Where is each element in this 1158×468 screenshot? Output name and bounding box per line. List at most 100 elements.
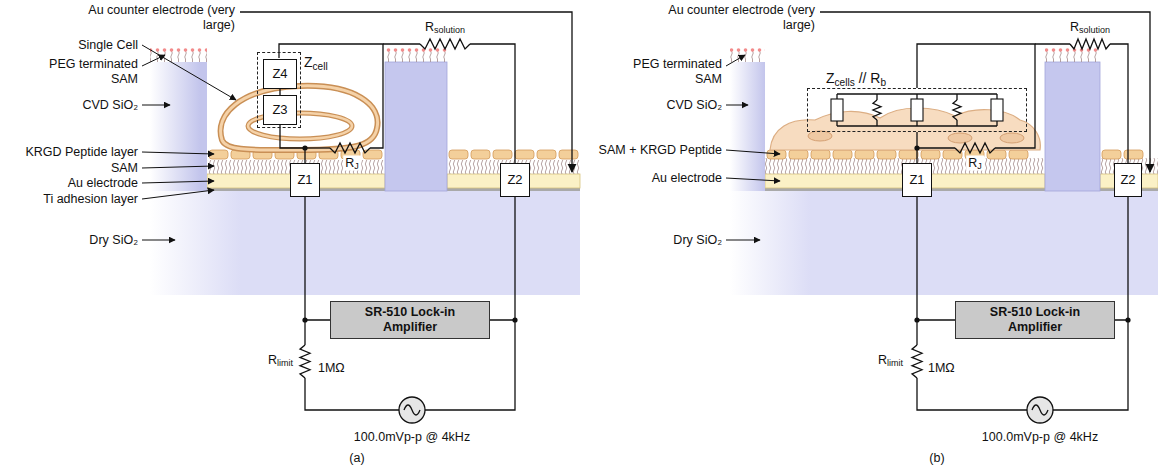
circuit-wire — [917, 197, 955, 320]
wire — [876, 94, 877, 100]
ac-source-symbol — [1027, 397, 1053, 423]
peptide-bead — [537, 150, 556, 159]
peptide-bead — [1009, 150, 1028, 159]
leader-arrow — [726, 150, 780, 154]
leader-arrow — [726, 55, 745, 66]
part-label: KRGD Peptide layer — [25, 145, 138, 160]
part-label: SAM + KRGD Peptide — [599, 143, 722, 158]
wire — [1035, 43, 1070, 44]
wire — [383, 43, 420, 44]
cell-impedance-symbol — [831, 99, 843, 121]
wire — [917, 147, 955, 148]
cvd-oxide-pillar — [1045, 62, 1100, 191]
counter-electrode-label: Au counter electrode (very large) — [665, 3, 815, 33]
peptide-bead — [877, 150, 896, 159]
impedance-box: Z4 — [263, 59, 297, 89]
cell-membrane — [221, 86, 378, 150]
wire — [917, 44, 1035, 148]
leader-arrow — [726, 178, 780, 181]
cell-nucleus — [808, 131, 832, 141]
cvd-oxide-pillar — [150, 62, 207, 191]
circuit-wire — [1115, 197, 1128, 320]
part-label: Au electrode — [68, 176, 138, 191]
wire — [956, 94, 957, 100]
cvd-oxide-pillar — [730, 62, 765, 191]
part-label: CVD SiO₂ — [82, 98, 138, 113]
counter-electrode-label: Au counter electrode (very large) — [85, 3, 235, 33]
lock-in-amplifier: SR-510 Lock-in Amplifier — [330, 301, 490, 339]
peptide-bead — [471, 150, 490, 159]
resistor-value: 1MΩ — [318, 361, 345, 376]
resistor-symbol — [953, 100, 961, 120]
peptide-bead — [833, 150, 852, 159]
part-label: CVD SiO₂ — [666, 98, 722, 113]
leader-arrow — [726, 240, 760, 241]
cell-impedance-symbol — [991, 99, 1003, 121]
leader-arrow — [142, 166, 214, 168]
impedance-box: Z2 — [500, 163, 530, 197]
cell-membrane — [221, 86, 378, 150]
resistor-symbol — [330, 143, 370, 153]
cell-nucleus — [1000, 133, 1024, 143]
leader-arrow — [142, 190, 214, 199]
wire — [916, 94, 917, 99]
wire — [876, 120, 877, 126]
ac-source-symbol — [399, 397, 425, 423]
wire — [305, 378, 399, 410]
impedance-label: Z3 — [272, 102, 287, 118]
part-label: Ti adhesion layer — [43, 192, 138, 207]
peptide-bead — [515, 150, 534, 159]
leader-arrow — [142, 105, 170, 106]
group-heading: Zcell — [304, 54, 328, 71]
lock-in-amplifier: SR-510 Lock-in Amplifier — [955, 301, 1115, 339]
instrument-name: SR-510 Lock-in Amplifier — [350, 305, 470, 335]
wire — [916, 320, 917, 345]
ac-source-wave — [1032, 405, 1048, 415]
part-label: PEG terminated SAM — [38, 57, 138, 87]
peptide-bead — [855, 150, 874, 159]
peptide-bead — [789, 150, 808, 159]
peptide-bead — [1102, 150, 1121, 159]
resistor-symbol — [955, 143, 995, 153]
cell-impedance-symbol — [911, 99, 923, 121]
source-value: 100.0mVp-p @ 4kHz — [982, 430, 1098, 445]
resistor-symbol — [300, 345, 310, 378]
resistor-label: RJ — [343, 156, 361, 171]
resistor-symbol — [420, 39, 470, 49]
wire — [304, 320, 305, 345]
circuit-wire — [916, 132, 917, 163]
peg-sam — [385, 48, 447, 62]
panel-label: (b) — [929, 451, 944, 466]
peptide-bead — [209, 150, 228, 159]
cvd-oxide-pillar — [385, 62, 447, 191]
ac-source-wave — [404, 405, 420, 415]
peptide-bead — [449, 150, 468, 159]
dry-oxide-substrate — [730, 191, 1158, 295]
wire — [836, 94, 837, 99]
part-label: SAM — [111, 161, 138, 176]
resistor-symbol — [1070, 39, 1110, 49]
resistor-value: 1MΩ — [928, 361, 955, 376]
circuit-wire — [305, 197, 330, 320]
impedance-box: Z1 — [290, 163, 320, 197]
counter-electrode-lead — [820, 12, 1150, 172]
wire — [305, 147, 330, 148]
impedance-box: Z2 — [1114, 163, 1142, 197]
impedance-label: Z4 — [272, 66, 287, 82]
wire — [836, 121, 837, 126]
impedance-label: Z2 — [507, 172, 522, 188]
leader-arrow — [142, 152, 214, 154]
circuit-wire — [280, 125, 305, 163]
resistor-label: Rlimit — [268, 353, 293, 368]
wire — [917, 378, 1027, 410]
impedance-label: Z2 — [1120, 172, 1135, 188]
impedance-box: Z3 — [263, 95, 297, 125]
peptide-bead — [811, 150, 830, 159]
peptide-bead — [899, 150, 918, 159]
wire — [916, 121, 917, 126]
peptide-bead — [493, 150, 512, 159]
wire — [996, 121, 997, 126]
cell-impedance-group: ZcellZ4Z3 — [257, 52, 301, 128]
